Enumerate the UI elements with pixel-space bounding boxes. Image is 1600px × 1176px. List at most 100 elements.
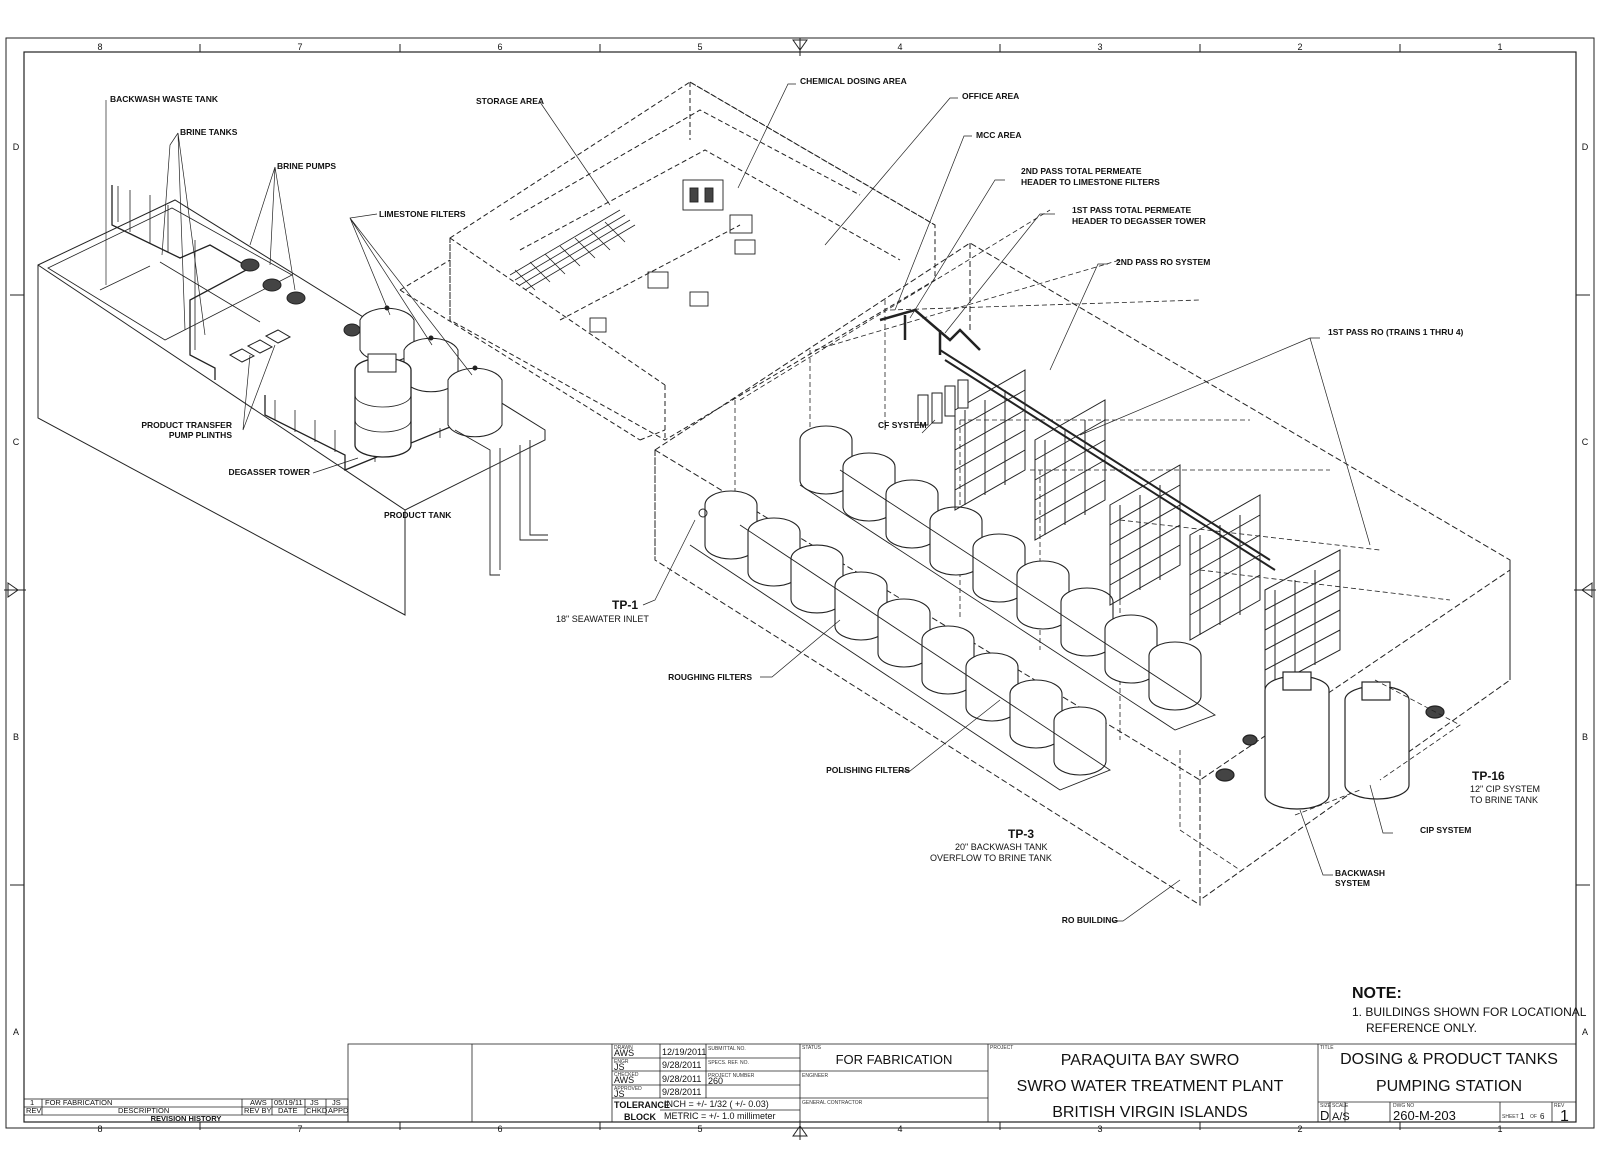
callout-degasser-tower: DEGASSER TOWER	[228, 467, 310, 477]
roughing-filters	[704, 490, 1107, 776]
callouts: BACKWASH WASTE TANK BRINE TANKS BRINE PU…	[110, 76, 1471, 925]
callout-limestone-filters: LIMESTONE FILTERS	[379, 209, 466, 219]
callout-1st-pass-permeate: 1ST PASS TOTAL PERMEATE	[1072, 205, 1192, 215]
general-note: NOTE: 1. BUILDINGS SHOWN FOR LOCATIONAL …	[1352, 985, 1587, 1035]
callout-1st-pass-ro: 1ST PASS RO (TRAINS 1 THRU 4)	[1328, 327, 1464, 337]
sheet-number: 1	[1520, 1112, 1525, 1121]
revision-history-title: REVISION HISTORY	[151, 1114, 222, 1123]
zone-col-top: 4	[897, 42, 902, 52]
sheet-label: SHEET	[1502, 1114, 1519, 1120]
drawing-title-line-2: PUMPING STATION	[1376, 1078, 1522, 1095]
zone-row-left: B	[13, 732, 19, 742]
service-building[interactable]	[399, 81, 936, 441]
callout-roughing-filters: ROUGHING FILTERS	[668, 672, 752, 682]
status-label: STATUS	[802, 1045, 822, 1051]
tolerance-label-l2: BLOCK	[624, 1112, 656, 1122]
checked-label: CHECKED	[614, 1072, 639, 1078]
tolerance-inch: INCH = +/- 1/32 ( +/- 0.03)	[664, 1099, 769, 1109]
submittal-label: SUBMITTAL NO.	[708, 1046, 746, 1052]
drawing-title-line-1: DOSING & PRODUCT TANKS	[1340, 1051, 1558, 1068]
tp3-description-l2: OVERFLOW TO BRINE TANK	[930, 853, 1052, 863]
zone-col-bottom: 1	[1497, 1124, 1502, 1134]
zone-col-top: 5	[697, 42, 702, 52]
callout-product-transfer-l2: PUMP PLINTHS	[169, 430, 232, 440]
centering-marks	[4, 38, 1596, 1140]
sheet-total: 6	[1540, 1112, 1545, 1121]
engr-date: 9/28/2011	[662, 1060, 701, 1070]
tp1-label: TP-1	[612, 598, 638, 612]
callout-brine-pumps: BRINE PUMPS	[277, 161, 336, 171]
note-line-1: 1. BUILDINGS SHOWN FOR LOCATIONAL	[1352, 1005, 1587, 1019]
rev-header-rev-by: REV BY	[244, 1106, 272, 1115]
zone-col-bottom: 5	[697, 1124, 702, 1134]
zone-col-top: 3	[1097, 42, 1102, 52]
rev-value: 1	[1560, 1108, 1569, 1125]
engineer-label: ENGINEER	[802, 1073, 829, 1079]
callout-chemical-dosing-area: CHEMICAL DOSING AREA	[800, 76, 907, 86]
zone-labels: 8 7 6 5 4 3 2 1 8 7 6 5 4 3 2 1 D C B A …	[13, 42, 1589, 1134]
callout-2nd-pass-permeate: 2ND PASS TOTAL PERMEATE	[1021, 166, 1142, 176]
isometric-plant-drawing	[37, 81, 1511, 922]
zone-row-right: B	[1582, 732, 1588, 742]
project-line-3: BRITISH VIRGIN ISLANDS	[1052, 1104, 1248, 1121]
project-line-2: SWRO WATER TREATMENT PLANT	[1017, 1078, 1284, 1095]
cf-system	[917, 379, 969, 426]
dwg-no-label: DWG NO	[1393, 1103, 1414, 1109]
polishing-filters	[799, 425, 1202, 711]
callout-1st-pass-permeate-l2: HEADER TO DEGASSER TOWER	[1072, 216, 1206, 226]
specs-label: SPECS. REF. NO.	[708, 1060, 749, 1066]
zone-col-bottom: 6	[497, 1124, 502, 1134]
zone-row-right: D	[1582, 142, 1589, 152]
rev-appd: JS	[332, 1098, 341, 1107]
zone-col-top: 2	[1297, 42, 1302, 52]
callout-product-transfer: PRODUCT TRANSFER	[141, 420, 232, 430]
rev-date: 05/19/11	[274, 1098, 303, 1107]
tp16-description: 12" CIP SYSTEM	[1470, 784, 1540, 794]
tp1-description: 18" SEAWATER INLET	[556, 614, 649, 624]
rev-chkd: JS	[310, 1098, 319, 1107]
project-number-label: PROJECT NUMBER	[708, 1073, 755, 1079]
drawn-by: AWS	[614, 1048, 634, 1058]
zone-row-left: C	[13, 437, 20, 447]
zone-row-right: C	[1582, 437, 1589, 447]
callout-backwash-system-l2: SYSTEM	[1335, 878, 1370, 888]
callout-mcc-area: MCC AREA	[976, 130, 1022, 140]
title-label: TITLE	[1320, 1045, 1334, 1051]
tolerance-metric: METRIC = +/- 1.0 millimeter	[664, 1111, 776, 1121]
tie-points: TP-1 18" SEAWATER INLET TP-3 20" BACKWAS…	[556, 598, 1540, 863]
dwg-no-value: 260-M-203	[1393, 1108, 1456, 1123]
tp3-label: TP-3	[1008, 827, 1034, 841]
cip-tank	[1215, 681, 1445, 800]
rev-number: 1	[30, 1098, 34, 1107]
zone-row-left: D	[13, 142, 20, 152]
zone-col-top: 7	[297, 42, 302, 52]
status-value: FOR FABRICATION	[836, 1052, 953, 1067]
engr-label: ENGR	[614, 1059, 629, 1065]
tp16-description-l2: TO BRINE TANK	[1470, 795, 1538, 805]
product-tank-block	[37, 185, 548, 616]
size-value: D	[1320, 1108, 1329, 1123]
tolerance-label: TOLERANCE	[614, 1100, 670, 1110]
callout-brine-tanks: BRINE TANKS	[180, 127, 238, 137]
rev-header-date: DATE	[278, 1106, 297, 1115]
brine-pumps	[240, 258, 361, 337]
zone-col-bottom: 7	[297, 1124, 302, 1134]
tp3-description: 20" BACKWASH TANK	[955, 842, 1048, 852]
callout-product-tank: PRODUCT TANK	[384, 510, 452, 520]
approved-by: JS	[614, 1089, 625, 1099]
rev-header-rev: REV	[26, 1106, 41, 1115]
title-block-text: DRAWN AWS 12/19/2011 ENGR JS 9/28/2011 C…	[614, 1045, 1569, 1125]
callout-polishing-filters: POLISHING FILTERS	[826, 765, 910, 775]
rev-header-chkd: CHKD	[306, 1106, 328, 1115]
project-line-1: PARAQUITA BAY SWRO	[1061, 1052, 1239, 1069]
title-block-grid	[347, 1043, 1577, 1123]
engr-by: JS	[614, 1062, 625, 1072]
checked-date: 9/28/2011	[662, 1074, 701, 1084]
callout-cf-system: CF SYSTEM	[878, 420, 927, 430]
note-title: NOTE:	[1352, 985, 1402, 1002]
drawn-label: DRAWN	[614, 1045, 633, 1051]
project-number: 260	[708, 1076, 723, 1086]
filter-plinth	[689, 469, 1216, 791]
general-contractor-label: GENERAL CONTRACTOR	[802, 1100, 863, 1106]
